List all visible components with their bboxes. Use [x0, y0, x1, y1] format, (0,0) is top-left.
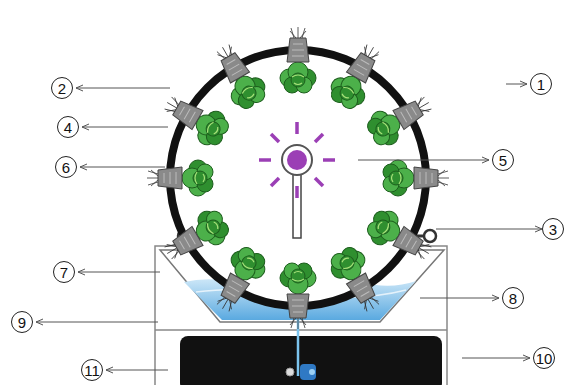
- housing: [155, 246, 447, 385]
- callout-number: 10: [533, 347, 555, 369]
- callout-number: 9: [11, 311, 33, 333]
- callout-number: 11: [81, 359, 103, 381]
- callout-number: 1: [530, 73, 552, 95]
- pump-compartment: [180, 336, 442, 385]
- pump: [300, 364, 316, 380]
- callout-number: 4: [57, 116, 79, 138]
- rotating-wheel: [170, 50, 426, 306]
- callout-number: 3: [542, 218, 564, 240]
- callout-number: 8: [502, 287, 524, 309]
- leader-lines: [36, 84, 542, 370]
- callout-number: 5: [492, 149, 514, 171]
- plants: [147, 27, 449, 329]
- callout-number: 6: [55, 156, 77, 178]
- callout-number: 7: [53, 261, 75, 283]
- callout-number: 2: [51, 77, 73, 99]
- grow-light: [259, 122, 335, 198]
